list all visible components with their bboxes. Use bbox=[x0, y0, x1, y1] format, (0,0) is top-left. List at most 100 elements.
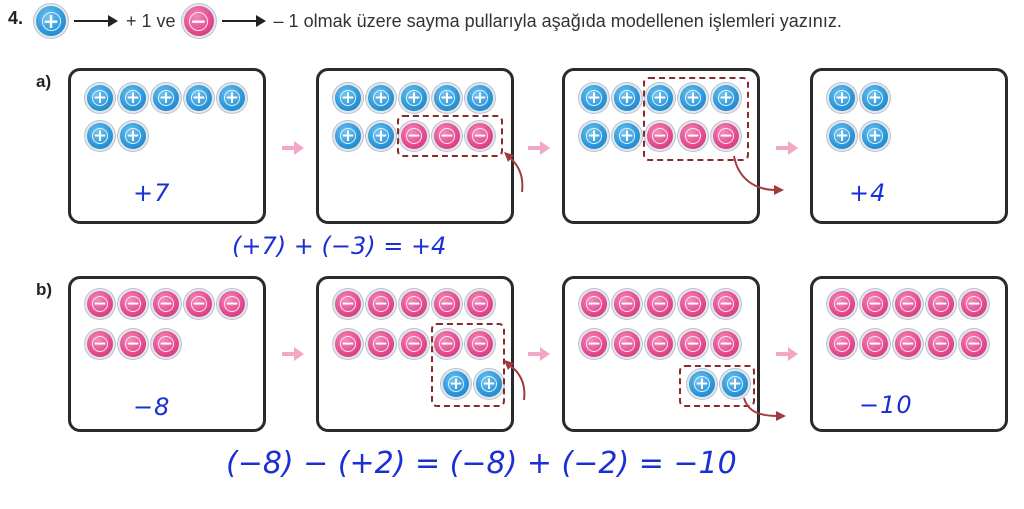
minus-chip-icon: − bbox=[713, 123, 739, 149]
arrow-right-icon bbox=[74, 15, 118, 27]
box-value: −10 bbox=[859, 391, 913, 419]
minus-chip-icon: − bbox=[434, 291, 460, 317]
plus-chip-icon: + bbox=[614, 123, 640, 149]
box-value: +7 bbox=[133, 179, 171, 207]
minus-chip-icon: − bbox=[467, 291, 493, 317]
minus-chip-icon: − bbox=[153, 331, 179, 357]
minus-chip-icon: − bbox=[153, 291, 179, 317]
minus-chip-icon: − bbox=[87, 291, 113, 317]
curved-red-arrow-icon bbox=[504, 152, 524, 193]
pink-arrow-icon bbox=[528, 141, 550, 155]
minus-chip-icon: − bbox=[434, 331, 460, 357]
plus-chip-icon: + bbox=[476, 371, 502, 397]
chip-row: + + + + + bbox=[581, 85, 739, 111]
minus-chip-icon: − bbox=[895, 331, 921, 357]
part-a-box-3: + + + + + + + − − − bbox=[562, 68, 760, 224]
minus-chip-icon: − bbox=[120, 331, 146, 357]
chip-row: − − − bbox=[87, 331, 179, 357]
part-b-box-1: − − − − − − − − −8 bbox=[68, 276, 266, 432]
minus-chip-icon: − bbox=[467, 331, 493, 357]
minus-chip-icon: − bbox=[581, 331, 607, 357]
part-a-equation: (+7) + (−3) = +4 bbox=[232, 232, 447, 260]
box-value: −8 bbox=[133, 393, 171, 421]
chip-row: + + + + + bbox=[335, 85, 493, 111]
question-number: 4. bbox=[8, 8, 24, 28]
minus-chip-icon: − bbox=[614, 291, 640, 317]
minus-chip-icon: − bbox=[614, 331, 640, 357]
plus-chip-icon: + bbox=[614, 85, 640, 111]
curved-red-arrow-icon bbox=[743, 397, 786, 421]
minus-chip-icon: − bbox=[467, 123, 493, 149]
part-a-box-1: + + + + + + + +7 bbox=[68, 68, 266, 224]
minus-chip-icon: − bbox=[680, 291, 706, 317]
minus-chip-icon: − bbox=[434, 123, 460, 149]
pink-arrow-icon bbox=[776, 141, 798, 155]
minus-chip-icon: − bbox=[647, 123, 673, 149]
minus-chip-icon: − bbox=[368, 331, 394, 357]
plus-chip-icon: + bbox=[87, 123, 113, 149]
plus-chip-icon: + bbox=[368, 123, 394, 149]
minus-chip-icon: − bbox=[713, 291, 739, 317]
legend-plus-text: + 1 ve bbox=[126, 10, 176, 31]
minus-chip-icon: − bbox=[862, 331, 888, 357]
highlight-group bbox=[397, 115, 503, 157]
plus-chip-icon: + bbox=[219, 85, 245, 111]
part-b-label: b) bbox=[36, 280, 53, 299]
plus-chip-icon: + bbox=[335, 123, 361, 149]
chip-row: + + bbox=[443, 371, 502, 397]
minus-chip-icon: − bbox=[829, 331, 855, 357]
part-b-box-2: − − − − − − − − − − + + bbox=[316, 276, 514, 432]
plus-chip-icon: + bbox=[153, 85, 179, 111]
part-a-label: a) bbox=[36, 72, 52, 91]
chip-row: + + bbox=[689, 371, 748, 397]
highlight-group bbox=[431, 323, 505, 407]
chip-row: + + bbox=[829, 123, 888, 149]
curved-red-arrow-icon bbox=[504, 360, 526, 401]
plus-chip-icon: + bbox=[401, 85, 427, 111]
box-value: +4 bbox=[849, 179, 887, 207]
chip-row: + + bbox=[87, 123, 146, 149]
minus-chip-icon: − bbox=[862, 291, 888, 317]
chip-row: + + − − − bbox=[335, 123, 493, 149]
minus-chip-icon: − bbox=[368, 291, 394, 317]
plus-chip-icon: + bbox=[368, 85, 394, 111]
plus-chip-icon: + bbox=[829, 123, 855, 149]
plus-chip-icon: + bbox=[689, 371, 715, 397]
pink-arrow-icon bbox=[282, 347, 304, 361]
minus-chip-icon: − bbox=[186, 291, 212, 317]
plus-chip-icon: + bbox=[581, 85, 607, 111]
plus-chip-icon: + bbox=[120, 123, 146, 149]
chip-row: − − − − − bbox=[335, 331, 493, 357]
plus-chip-icon: + bbox=[862, 123, 888, 149]
minus-chip-icon: − bbox=[647, 291, 673, 317]
question-legend: + + 1 ve − – 1 olmak üzere sayma pulları… bbox=[36, 4, 842, 38]
plus-chip-icon: + bbox=[335, 85, 361, 111]
chip-row: + + bbox=[829, 85, 888, 111]
chip-row: − − − − − bbox=[581, 291, 739, 317]
minus-chip-icon: − bbox=[928, 331, 954, 357]
part-b-box-3: − − − − − − − − − − + + bbox=[562, 276, 760, 432]
plus-chip-icon: + bbox=[120, 85, 146, 111]
plus-chip-icon: + bbox=[647, 85, 673, 111]
chip-row: − − − − − bbox=[335, 291, 493, 317]
pink-arrow-icon bbox=[282, 141, 304, 155]
plus-chip-icon: + bbox=[829, 85, 855, 111]
minus-chip-icon: − bbox=[647, 331, 673, 357]
minus-chip-icon: − bbox=[961, 291, 987, 317]
minus-chip-icon: − bbox=[401, 123, 427, 149]
highlight-group bbox=[679, 365, 755, 407]
plus-chip-icon: + bbox=[713, 85, 739, 111]
minus-chip-icon: − bbox=[219, 291, 245, 317]
plus-chip-icon: + bbox=[434, 85, 460, 111]
plus-chip-icon: + bbox=[467, 85, 493, 111]
plus-chip-icon: + bbox=[186, 85, 212, 111]
minus-chip-icon: − bbox=[713, 331, 739, 357]
part-b-equation: (−8) − (+2) = (−8) + (−2) = −10 bbox=[226, 446, 737, 481]
pink-arrow-icon bbox=[528, 347, 550, 361]
highlight-group bbox=[643, 77, 749, 161]
chip-row: − − − − − bbox=[829, 291, 987, 317]
chip-row: + + − − − bbox=[581, 123, 739, 149]
plus-chip-icon: + bbox=[443, 371, 469, 397]
arrow-right-icon bbox=[221, 15, 266, 27]
plus-chip-icon: + bbox=[680, 85, 706, 111]
